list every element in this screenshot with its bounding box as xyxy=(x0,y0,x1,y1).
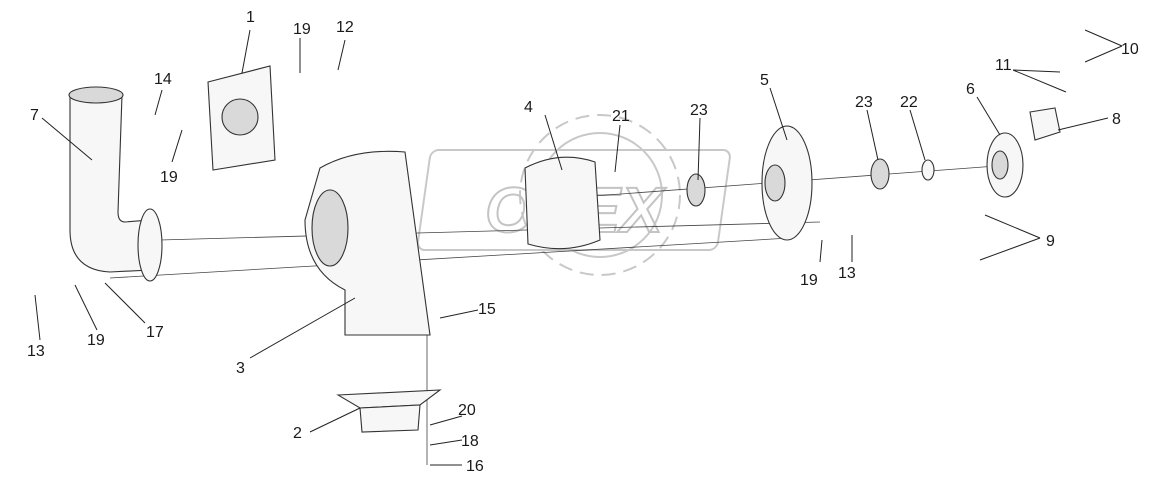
fan-housing-part-3 xyxy=(304,150,431,336)
callout-7: 7 xyxy=(30,107,39,124)
callout-6: 6 xyxy=(966,81,975,98)
callout-19-top: 19 xyxy=(293,21,311,38)
callouts: 1 19 12 14 7 19 4 21 23 5 23 22 6 8 11 1… xyxy=(27,9,1139,475)
callout-19-bottom: 19 xyxy=(87,332,105,349)
callout-21: 21 xyxy=(612,108,630,125)
callout-9: 9 xyxy=(1046,233,1055,250)
clamp-part-8 xyxy=(1029,107,1061,141)
callout-23-right: 23 xyxy=(855,94,873,111)
callout-13-left: 13 xyxy=(27,343,45,360)
callout-11: 11 xyxy=(995,57,1012,74)
callout-22: 22 xyxy=(900,94,918,111)
leader-lines xyxy=(34,29,1123,466)
impeller-part-4 xyxy=(524,156,601,250)
bearing-part-23-right xyxy=(870,158,890,190)
callout-4: 4 xyxy=(524,99,533,116)
callout-19-left: 19 xyxy=(160,169,178,186)
cover-plate-part-5 xyxy=(761,125,813,241)
callout-3: 3 xyxy=(236,360,245,377)
callout-14: 14 xyxy=(154,71,172,88)
callout-16: 16 xyxy=(466,458,484,475)
callout-13-right: 13 xyxy=(838,265,856,282)
callout-8: 8 xyxy=(1112,111,1121,128)
callout-2: 2 xyxy=(293,425,302,442)
callout-20: 20 xyxy=(458,402,476,419)
pulley-part-6 xyxy=(986,132,1024,198)
callout-12: 12 xyxy=(336,19,354,36)
elbow-pipe-part-7 xyxy=(68,86,163,282)
bracket-part-1 xyxy=(207,65,276,171)
callout-5: 5 xyxy=(760,72,769,89)
callout-17: 17 xyxy=(146,324,164,341)
bearing-part-23-left xyxy=(686,173,706,207)
callout-23-left: 23 xyxy=(690,102,708,119)
outlet-flange-part-2 xyxy=(336,389,442,433)
callout-18: 18 xyxy=(461,433,479,450)
callout-19-right: 19 xyxy=(800,272,818,289)
ring-part-22 xyxy=(921,159,935,181)
callout-1: 1 xyxy=(246,9,255,26)
callout-10: 10 xyxy=(1121,41,1139,58)
callout-15: 15 xyxy=(478,301,496,318)
